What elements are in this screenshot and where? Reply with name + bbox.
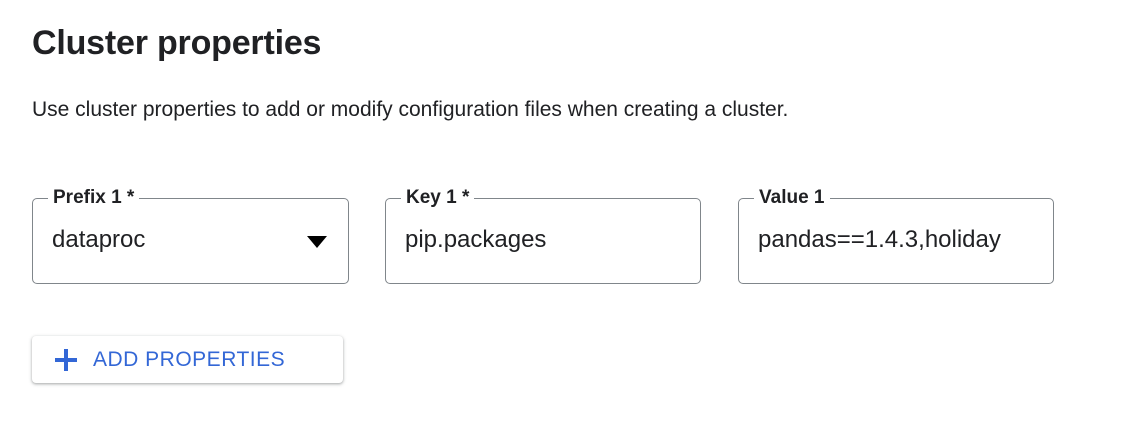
key-input[interactable]: pip.packages [405, 226, 547, 253]
add-properties-button[interactable]: ADD PROPERTIES [32, 336, 343, 383]
key-field-label: Key 1 * [401, 188, 475, 208]
section-description: Use cluster properties to add or modify … [32, 98, 789, 121]
value-field[interactable]: Value 1 pandas==1.4.3,holiday [738, 188, 1054, 284]
value-field-label: Value 1 [754, 188, 830, 208]
plus-icon [55, 348, 77, 371]
key-field[interactable]: Key 1 * pip.packages [385, 188, 701, 284]
page-title: Cluster properties [32, 24, 322, 62]
add-properties-label: ADD PROPERTIES [93, 347, 286, 371]
prefix-field-label: Prefix 1 * [48, 188, 140, 208]
prefix-select-value[interactable]: dataproc [52, 226, 146, 253]
prefix-field[interactable]: Prefix 1 * dataproc [32, 188, 349, 284]
chevron-down-icon[interactable] [307, 236, 327, 248]
value-input[interactable]: pandas==1.4.3,holiday [758, 226, 1001, 253]
properties-row: Prefix 1 * dataproc Key 1 * pip.packages… [0, 188, 1122, 290]
